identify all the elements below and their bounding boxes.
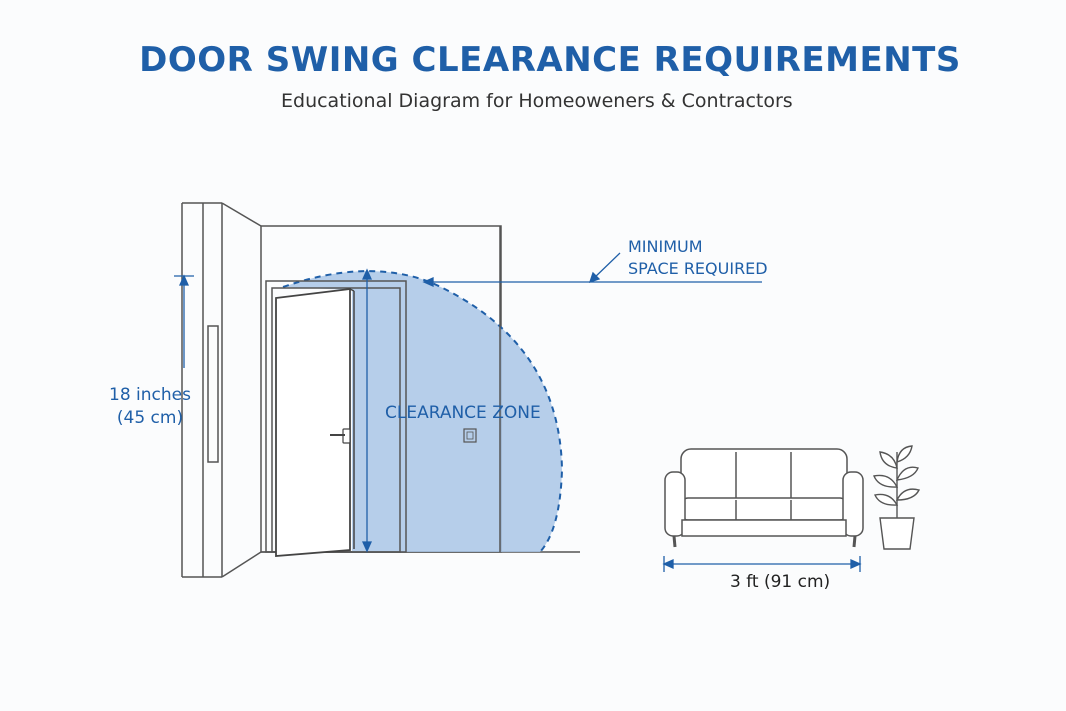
sofa-dimension-label: 3 ft (91 cm) [730, 572, 831, 592]
side-dimension-arrow [178, 274, 190, 286]
clearance-zone-area [283, 271, 562, 552]
door-icon [275, 287, 351, 557]
diagram-title: DOOR SWING CLEARANCE REQUIREMENTS [139, 40, 961, 80]
clearance-zone-label: CLEARANCE ZONE [385, 403, 541, 423]
side-wall-bottom [221, 551, 262, 578]
wall-trim [207, 325, 219, 463]
height-arrow-top [361, 268, 373, 280]
minimum-space-label-line2: SPACE REQUIRED [628, 259, 768, 278]
side-wall-top [221, 202, 262, 227]
minimum-space-label: MINIMUM SPACE REQUIRED [628, 236, 768, 280]
wall-outlet-icon [463, 428, 477, 443]
sofa-icon [664, 448, 864, 548]
side-dimension-label-line1: 18 inches [109, 385, 191, 405]
minimum-space-arrow [422, 276, 434, 288]
swing-arc [282, 270, 564, 553]
potted-plant-icon [873, 445, 921, 550]
minimum-space-pointer [591, 252, 621, 281]
side-dimension-label-line2: (45 cm) [116, 408, 184, 428]
door-edge [349, 288, 355, 292]
diagram-subtitle: Educational Diagram for Homeoweners & Co… [281, 90, 793, 112]
door-handle-icon [330, 428, 351, 444]
minimum-space-label-line1: MINIMUM [628, 237, 703, 256]
side-dimension-label: 18 inches (45 cm) [100, 384, 200, 430]
height-arrow-bottom [361, 541, 373, 553]
